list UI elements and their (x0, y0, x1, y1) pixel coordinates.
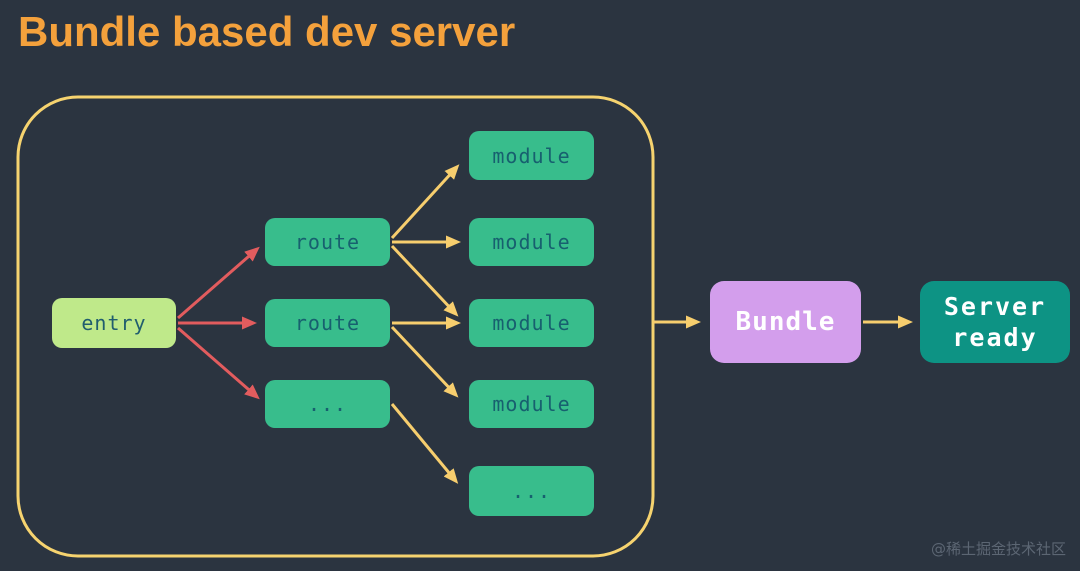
page-title: Bundle based dev server (18, 8, 516, 55)
route-node-1[interactable]: route (265, 218, 390, 266)
module-node-dots[interactable]: ... (469, 466, 594, 516)
arrow-route-1-to-module-1 (390, 164, 460, 240)
bundle-node[interactable]: Bundle (710, 281, 861, 363)
arrow-entry-to-route-1 (177, 246, 260, 320)
module-node-2[interactable]: module (469, 218, 594, 266)
bundle-scope-container (16, 95, 655, 558)
arrow-route-dots-to-module-dots (390, 403, 459, 484)
watermark: @稀土掘金技术社区 (930, 540, 1066, 558)
module-node-3[interactable]: module (469, 299, 594, 347)
route-node-2[interactable]: route (265, 299, 390, 347)
server-ready-node[interactable]: Server ready (920, 281, 1070, 363)
module-node-1[interactable]: module (469, 131, 594, 180)
arrow-route-2-to-module-4 (390, 325, 459, 398)
module-node-4[interactable]: module (469, 380, 594, 428)
entry-node[interactable]: entry (52, 298, 176, 348)
arrow-entry-to-route-dots (177, 326, 260, 400)
arrow-route-1-to-module-3 (390, 244, 459, 317)
route-node-dots[interactable]: ... (265, 380, 390, 428)
